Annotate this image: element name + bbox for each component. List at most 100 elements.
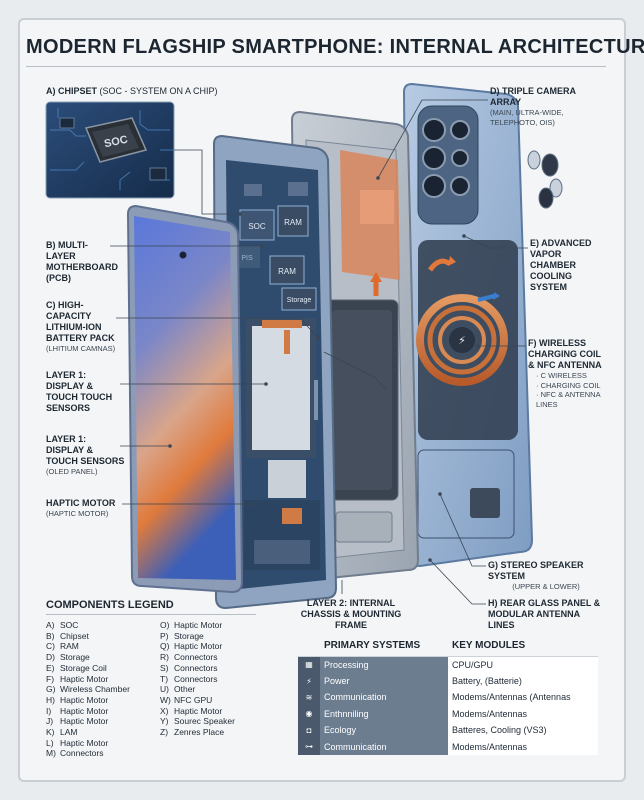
legend-item-key: T)	[160, 673, 169, 684]
legend-item: L)Haptic Motor	[46, 738, 130, 749]
legend-item-key: D)	[46, 652, 55, 663]
lens-elements	[527, 150, 563, 209]
legend-item-key: G)	[46, 684, 56, 695]
link-icon: ⊶	[298, 738, 320, 755]
board-label-ram: RAM	[284, 218, 302, 227]
callout-chipset: A) CHIPSET (SOC - SYSTEM ON A CHIP)	[46, 86, 246, 97]
legend-item-label: Haptic Motor	[174, 705, 223, 716]
board-label-ram-2: RAM	[278, 267, 296, 276]
wireless-charging-coil: ⚡	[416, 294, 508, 386]
legend-item: K)LAM	[46, 727, 130, 738]
legend-item: Y)Sourec Speaker	[160, 716, 235, 727]
legend-item-label: RAM	[60, 641, 79, 652]
legend-item: J) Haptic Motor	[46, 716, 130, 727]
callout-camera-title: D) TRIPLE CAMERA ARRAY	[490, 86, 576, 107]
callout-battery-title: C) HIGH-CAPACITY LITHIUM-ION BATTERY PAC…	[46, 300, 115, 343]
callout-haptic: HAPTIC MOTOR (HAPTIC MOTOR)	[46, 498, 126, 519]
callout-layer1-display-title: LAYER 1: DISPLAY & TOUCH SENSORS	[46, 434, 125, 466]
callout-chipset-title: A) CHIPSET	[46, 86, 98, 96]
legend-item-key: R)	[160, 652, 169, 663]
system-name: Ecology	[320, 722, 448, 739]
system-name: Processing	[320, 656, 448, 673]
system-module: Batteres, Cooling (VS3)	[448, 722, 598, 739]
legend-item-label: Wireless Chamber	[60, 684, 130, 695]
legend-item: M)Connectors	[46, 748, 130, 759]
legend-item-key: S)	[160, 662, 169, 673]
legend-item-label: Storage	[60, 652, 90, 663]
header-primary-systems: PRIMARY SYSTEMS	[324, 640, 421, 651]
legend-item-label: Haptic Motor	[60, 716, 109, 727]
callout-wireless: F) WIRELESS CHARGING COIL & NFC ANTENNA …	[528, 338, 604, 409]
callout-speaker-title: G) STEREO SPEAKER SYSTEM	[488, 560, 584, 581]
legend-item: B)Chipset	[46, 631, 130, 642]
legend-item: F)Haptic Motor	[46, 674, 130, 685]
title-divider	[26, 66, 606, 67]
legend-item-label: NFC GPU	[174, 694, 213, 705]
signal-icon: ◉	[298, 705, 320, 723]
callout-layer1-touch: LAYER 1: DISPLAY & TOUCH TOUCH SENSORS	[46, 370, 122, 414]
callout-wireless-item-2: · CHARGING COIL	[536, 380, 601, 390]
board-label-soc: SOC	[248, 222, 266, 231]
camera-icon: ◘	[298, 722, 320, 739]
systems-table-header: PRIMARY SYSTEMS KEY MODULES	[298, 640, 598, 656]
legend-item: W)NFC GPU	[160, 695, 235, 706]
legend-item-label: SOC	[60, 620, 79, 630]
legend-item-label: Haptic Motor	[60, 705, 109, 716]
legend-item-label: Connectors	[174, 673, 218, 684]
legend-item-label: Connectors	[174, 662, 218, 673]
legend-item-key: J)	[46, 716, 54, 727]
legend-item-key: H)	[46, 694, 55, 705]
legend-item-key: F)	[46, 673, 55, 684]
soc-chip: SOC	[84, 117, 148, 163]
chip-icon: ▦	[298, 656, 320, 673]
callout-motherboard: B) MULTI-LAYER MOTHERBOARD (PCB)	[46, 240, 118, 284]
callout-rear-glass: H) REAR GLASS PANEL & MODULAR ANTENNA LI…	[488, 598, 604, 631]
callout-battery-sub: (LHITIUM CAMNAS)	[46, 344, 116, 353]
page-title: MODERN FLAGSHIP SMARTPHONE: INTERNAL ARC…	[26, 36, 644, 58]
legend-item-key: I)	[46, 705, 52, 716]
header-key-modules: KEY MODULES	[452, 640, 526, 651]
legend-divider	[46, 614, 256, 615]
legend-item-label: Storage Coil	[60, 662, 107, 673]
display-panel	[126, 204, 244, 594]
callout-vapor-chamber: E) ADVANCED VAPOR CHAMBER COOLING SYSTEM	[530, 238, 602, 293]
callout-leader-lines	[110, 99, 528, 605]
legend-item-key: U)	[160, 684, 169, 695]
legend-item-key: E)	[46, 662, 55, 673]
system-module: Modems/Antennas	[448, 705, 598, 723]
chip-inset-illustration: SOC	[45, 101, 175, 199]
legend-item-key: Z)	[160, 727, 169, 738]
legend-item-label: Haptic Motor	[60, 694, 109, 705]
system-module: Modems/Antennas	[448, 738, 598, 755]
callout-speaker: G) STEREO SPEAKER SYSTEM (UPPER & LOWER)	[488, 560, 604, 592]
callout-haptic-sub: (HAPTIC MOTOR)	[46, 509, 109, 518]
system-name: Enthnniling	[320, 705, 448, 723]
callout-chassis: LAYER 2: INTERNAL CHASSIS & MOUNTING FRA…	[296, 598, 406, 631]
callout-motherboard-sub: (PCB)	[46, 273, 71, 283]
legend-item-key: K)	[46, 727, 55, 738]
system-name: Power	[320, 672, 448, 690]
legend-item-label: Haptic Motor	[174, 641, 223, 652]
callout-wireless-item-1: · C WIRELESS	[536, 371, 587, 380]
legend-item: X) Haptic Motor	[160, 706, 235, 717]
front-camera-dot	[179, 251, 187, 259]
system-module: CPU/GPU	[448, 656, 598, 673]
callout-camera: D) TRIPLE CAMERA ARRAY (MAIN, ULTRA-WIDE…	[490, 86, 602, 127]
legend-item-key: C)	[46, 641, 55, 652]
system-module: Modems/Antennas (Antennas	[448, 689, 598, 706]
legend-item-key: L)	[46, 737, 54, 748]
rear-glass-panel: ⚡	[402, 82, 534, 568]
callout-vapor-chamber-title: E) ADVANCED VAPOR CHAMBER COOLING SYSTEM	[530, 238, 592, 292]
callout-layer1-touch-title: LAYER 1: DISPLAY & TOUCH TOUCH SENSORS	[46, 370, 113, 413]
legend-item-label: Haptic Motor	[174, 620, 223, 630]
callout-camera-sub: (MAIN, ULTRA-WIDE, TELEPHOTO, OIS)	[490, 108, 564, 127]
legend-item-key: X)	[160, 705, 169, 716]
